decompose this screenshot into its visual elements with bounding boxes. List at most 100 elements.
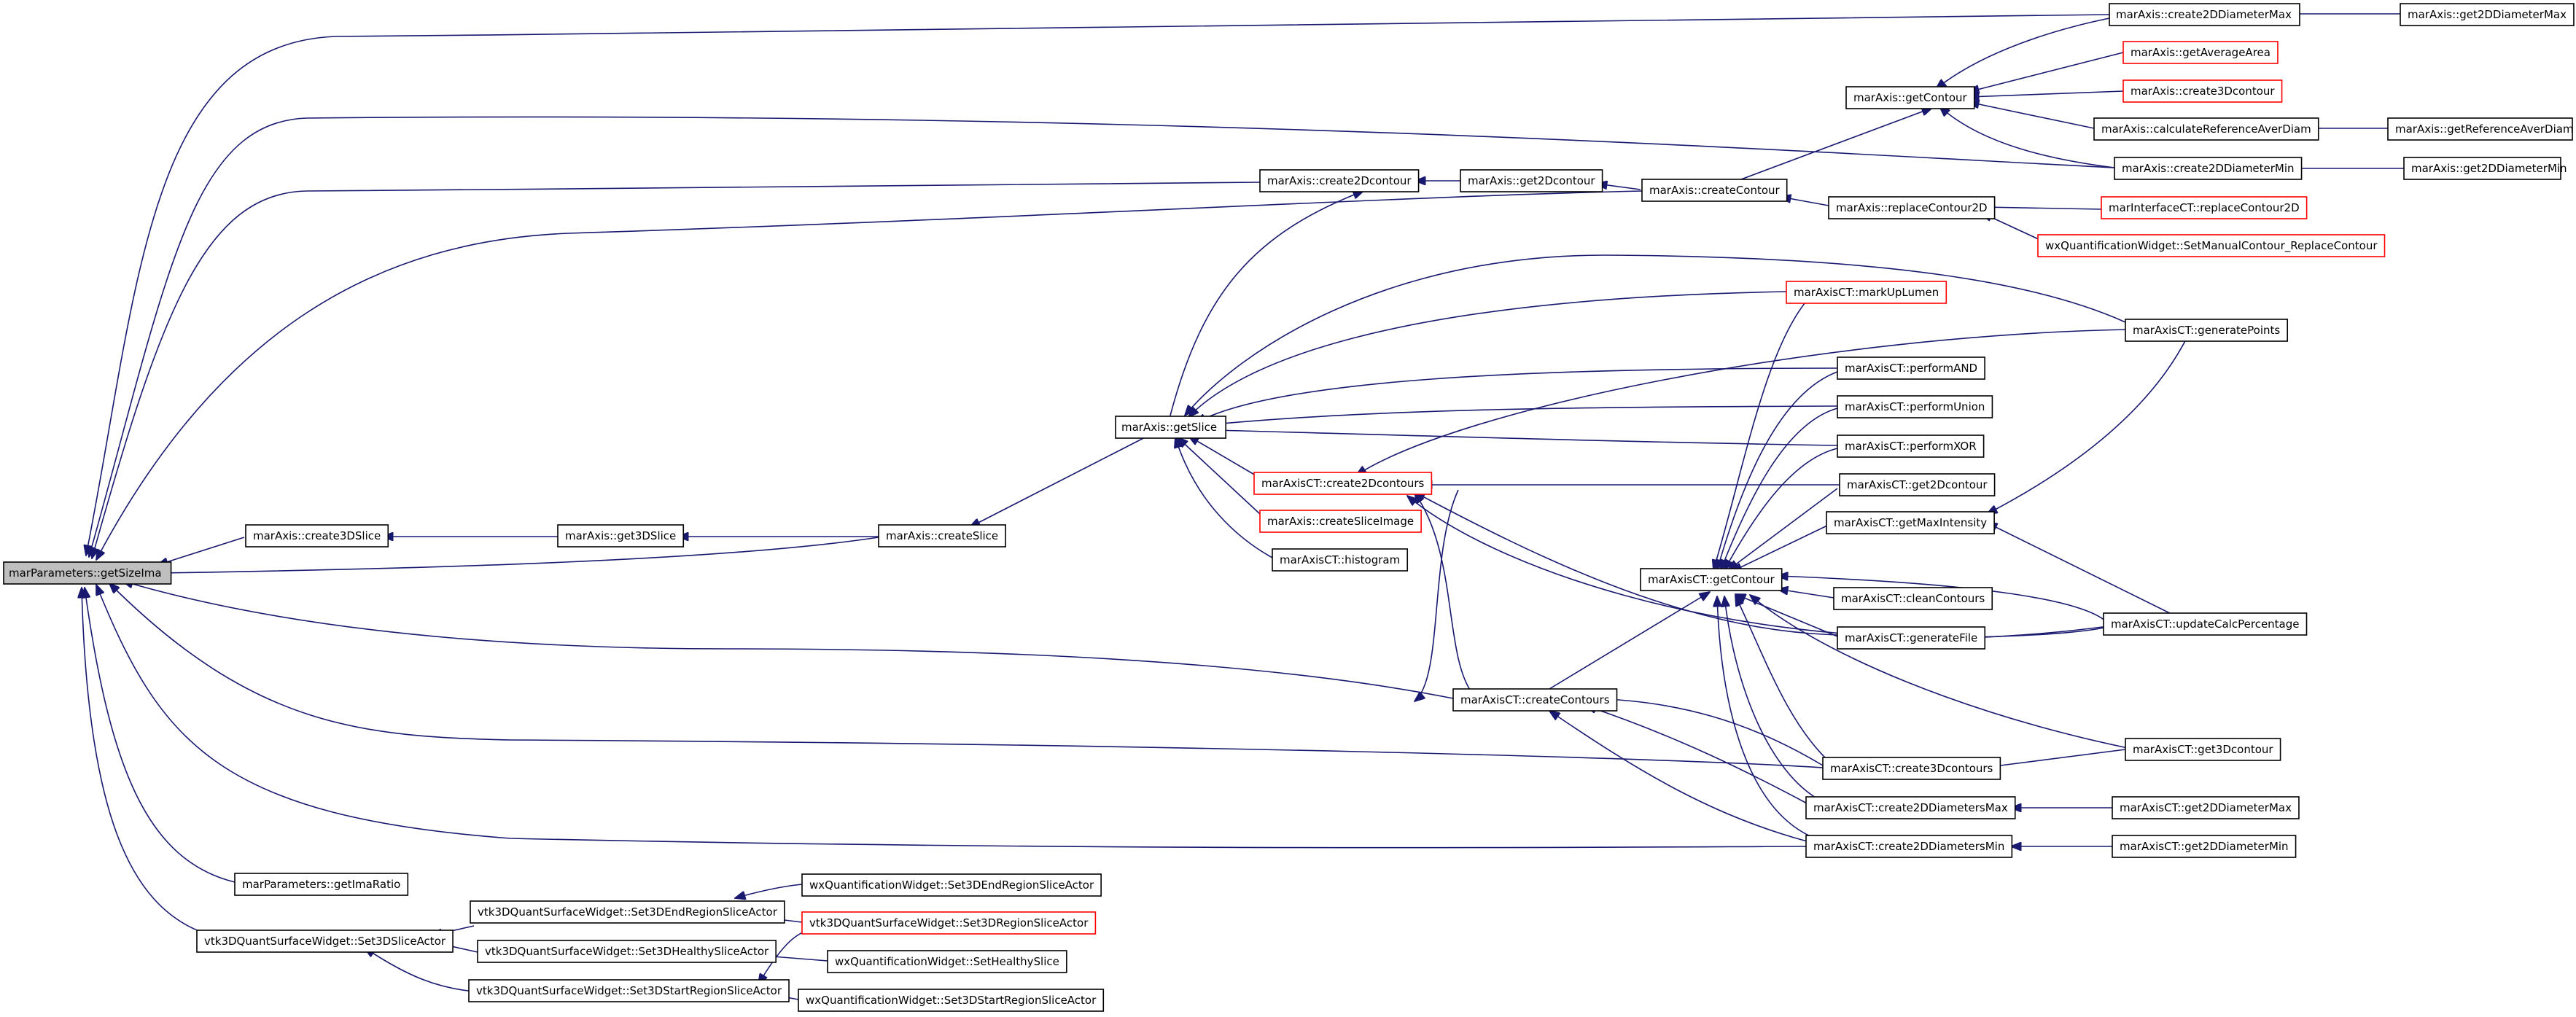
node-getMaxIntensity[interactable]: marAxisCT::getMaxIntensity bbox=[1826, 511, 1995, 534]
node-createSlice[interactable]: marAxis::createSlice bbox=[878, 524, 1006, 548]
node-create2DDiametersMin-label: marAxisCT::create2DDiametersMin bbox=[1813, 840, 2004, 853]
node-generatePoints[interactable]: marAxisCT::generatePoints bbox=[2125, 319, 2289, 342]
node-create2Dcontours[interactable]: marAxisCT::create2Dcontours bbox=[1253, 472, 1433, 495]
node-get2DDiameterMaxCT[interactable]: marAxisCT::get2DDiameterMax bbox=[2112, 796, 2300, 819]
node-vtk-Set3DStartRegionSliceActor[interactable]: vtk3DQuantSurfaceWidget::Set3DStartRegio… bbox=[468, 979, 790, 1002]
edge-createContours-to-create2Dcontours bbox=[1415, 493, 1474, 695]
node-create3Dcontour-label: marAxis::create3Dcontour bbox=[2131, 85, 2275, 98]
edge-getSlice-to-create2Dcontour bbox=[1170, 191, 1363, 416]
node-get2DDiameterMin[interactable]: marAxis::get2DDiameterMin bbox=[2403, 157, 2567, 180]
node-performAND[interactable]: marAxisCT::performAND bbox=[1837, 356, 1985, 380]
node-createContours-label: marAxisCT::createContours bbox=[1460, 693, 1610, 706]
edge-create2DDiametersMax-to-getContourCT bbox=[1724, 596, 1820, 800]
node-getReferenceAverDiam-label: marAxis::getReferenceAverDiam bbox=[2395, 122, 2574, 136]
node-get3DSlice[interactable]: marAxis::get3DSlice bbox=[557, 524, 685, 548]
edge-createContour-to-get2Dcontour bbox=[1597, 184, 1641, 190]
node-createContour[interactable]: marAxis::createContour bbox=[1641, 179, 1788, 202]
edge-performAND-to-getSlice bbox=[1196, 367, 1838, 423]
node-create2DDiametersMin[interactable]: marAxisCT::create2DDiametersMin bbox=[1805, 835, 2013, 858]
node-SetManualContour-ReplaceContour[interactable]: wxQuantificationWidget::SetManualContour… bbox=[2037, 234, 2386, 257]
node-get3DcontourCT[interactable]: marAxisCT::get3Dcontour bbox=[2125, 738, 2281, 761]
node-get2DDiameterMaxCT-label: marAxisCT::get2DDiameterMax bbox=[2120, 801, 2292, 814]
node-createSliceImage[interactable]: marAxis::createSliceImage bbox=[1259, 510, 1422, 533]
node-vtk-Set3DSliceActor[interactable]: vtk3DQuantSurfaceWidget::Set3DSliceActor bbox=[196, 930, 454, 953]
edge-getAverageArea-to-getContour bbox=[1969, 52, 2124, 92]
node-vtk-Set3DEndRegionSliceActor[interactable]: vtk3DQuantSurfaceWidget::Set3DEndRegionS… bbox=[470, 900, 785, 924]
edge-performXOR-to-getContourCT bbox=[1724, 448, 1838, 570]
node-getImaRatio-label: marParameters::getImaRatio bbox=[242, 878, 400, 891]
node-getAverageArea-label: marAxis::getAverageArea bbox=[2131, 46, 2270, 59]
node-performUnion-label: marAxisCT::performUnion bbox=[1845, 400, 1985, 413]
node-generatePoints-label: marAxisCT::generatePoints bbox=[2133, 324, 2280, 337]
node-cleanContours[interactable]: marAxisCT::cleanContours bbox=[1833, 587, 1993, 610]
node-create3Dcontour[interactable]: marAxis::create3Dcontour bbox=[2122, 79, 2283, 103]
node-createContours[interactable]: marAxisCT::createContours bbox=[1452, 688, 1618, 712]
node-create2DDiametersMax-label: marAxisCT::create2DDiametersMax bbox=[1813, 801, 2008, 814]
node-get3DSlice-label: marAxis::get3DSlice bbox=[565, 529, 676, 542]
node-getSizeIma-label: marParameters::getSizeIma bbox=[9, 566, 162, 580]
node-wx-Set3DStartRegionSliceActor[interactable]: wxQuantificationWidget::Set3DStartRegion… bbox=[798, 989, 1105, 1012]
node-create3DSlice[interactable]: marAxis::create3DSlice bbox=[245, 524, 389, 548]
node-getContour[interactable]: marAxis::getContour bbox=[1845, 86, 1975, 109]
node-updateCalcPercentage-label: marAxisCT::updateCalcPercentage bbox=[2111, 617, 2300, 631]
node-getContourCT[interactable]: marAxisCT::getContour bbox=[1640, 568, 1783, 591]
edge-get2DcontourCT-to-getContourCT bbox=[1728, 488, 1838, 570]
node-performAND-label: marAxisCT::performAND bbox=[1845, 362, 1977, 375]
node-create2DDiameterMax[interactable]: marAxis::create2DDiameterMax bbox=[2109, 3, 2300, 26]
node-create2Dcontours-label: marAxisCT::create2Dcontours bbox=[1261, 477, 1425, 490]
node-markUpLumen[interactable]: marAxisCT::markUpLumen bbox=[1786, 281, 1947, 304]
node-getAverageArea[interactable]: marAxis::getAverageArea bbox=[2122, 41, 2279, 64]
node-get2Dcontour[interactable]: marAxis::get2Dcontour bbox=[1460, 169, 1603, 192]
edge-performXOR-to-getSlice bbox=[1214, 430, 1838, 446]
node-wx-SetHealthySlice[interactable]: wxQuantificationWidget::SetHealthySlice bbox=[827, 950, 1067, 973]
edge-getMaxIntensity-to-getContourCT bbox=[1732, 524, 1829, 572]
node-getImaRatio[interactable]: marParameters::getImaRatio bbox=[234, 873, 409, 896]
node-getSlice[interactable]: marAxis::getSlice bbox=[1115, 416, 1226, 439]
node-get2DDiameterMax[interactable]: marAxis::get2DDiameterMax bbox=[2400, 3, 2575, 26]
node-get2DcontourCT[interactable]: marAxisCT::get2Dcontour bbox=[1839, 473, 1996, 496]
node-markUpLumen-label: marAxisCT::markUpLumen bbox=[1794, 286, 1939, 299]
edge-create3Dcontours-to-getContourCT bbox=[1735, 596, 1831, 763]
node-generateFile-label: marAxisCT::generateFile bbox=[1845, 631, 1977, 644]
node-getSizeIma[interactable]: marParameters::getSizeIma bbox=[3, 561, 172, 585]
node-getReferenceAverDiam[interactable]: marAxis::getReferenceAverDiam bbox=[2387, 117, 2574, 141]
edge-create2Dcontour-to-getSizeIma bbox=[92, 182, 1261, 558]
edge-updateCalc-to-getMaxIntensity bbox=[1987, 523, 2181, 619]
node-create3Dcontours[interactable]: marAxisCT::create3Dcontours bbox=[1822, 757, 2001, 780]
graph-edges bbox=[82, 14, 2404, 1000]
edge-create2DDiametersMin-to-getContourCT bbox=[1717, 596, 1813, 838]
node-replaceContour2D-label: marAxis::replaceContour2D bbox=[1836, 201, 1988, 214]
node-get2DDiameterMinCT[interactable]: marAxisCT::get2DDiameterMin bbox=[2112, 835, 2297, 858]
node-vtk-Set3DEndRegionSliceActor-label: vtk3DQuantSurfaceWidget::Set3DEndRegionS… bbox=[478, 905, 778, 919]
edge-performAND-to-getContourCT bbox=[1717, 371, 1838, 570]
edge-generatePoints-to-create2Dcontours bbox=[1356, 329, 2128, 475]
node-get3DcontourCT-label: marAxisCT::get3Dcontour bbox=[2133, 743, 2273, 756]
node-replaceContour2D[interactable]: marAxis::replaceContour2D bbox=[1828, 196, 1996, 219]
edge-createSlice-to-getSlice bbox=[970, 433, 1153, 527]
node-create2DDiameterMin[interactable]: marAxis::create2DDiameterMin bbox=[2114, 157, 2303, 180]
node-cleanContours-label: marAxisCT::cleanContours bbox=[1841, 592, 1985, 605]
node-calculateReferenceAverDiam[interactable]: marAxis::calculateReferenceAverDiam bbox=[2093, 117, 2319, 141]
node-create2DDiametersMax[interactable]: marAxisCT::create2DDiametersMax bbox=[1805, 796, 2016, 819]
node-performXOR[interactable]: marAxisCT::performXOR bbox=[1837, 435, 1985, 458]
edge-createContours-to-getSizeIma bbox=[122, 581, 1454, 699]
node-generateFile[interactable]: marAxisCT::generateFile bbox=[1837, 626, 1986, 650]
node-wx-Set3DEndRegionSliceActor[interactable]: wxQuantificationWidget::Set3DEndRegionSl… bbox=[801, 873, 1102, 897]
edge-createContours-to-getContourCT bbox=[1549, 592, 1710, 690]
edge-getImaRatio-to-getSizeIma bbox=[85, 588, 236, 883]
node-marInterfaceCT-replaceContour2D[interactable]: marInterfaceCT::replaceContour2D bbox=[2101, 196, 2308, 219]
node-performUnion[interactable]: marAxisCT::performUnion bbox=[1837, 395, 1993, 418]
node-histogram[interactable]: marAxisCT::histogram bbox=[1272, 548, 1409, 572]
node-get2Dcontour-label: marAxis::get2Dcontour bbox=[1468, 174, 1595, 187]
edge-create3Dcontours-to-createContours bbox=[1586, 698, 1824, 766]
node-calculateReferenceAverDiam-label: marAxis::calculateReferenceAverDiam bbox=[2101, 122, 2311, 136]
node-updateCalcPercentage[interactable]: marAxisCT::updateCalcPercentage bbox=[2103, 612, 2308, 636]
node-marInterfaceCT-replaceContour2D-label: marInterfaceCT::replaceContour2D bbox=[2109, 201, 2300, 214]
edge-get3DcontourCT-to-getContourCT bbox=[1750, 595, 2128, 749]
node-SetManualContour-ReplaceContour-label: wxQuantificationWidget::SetManualContour… bbox=[2045, 239, 2378, 253]
node-vtk-Set3DHealthySliceActor[interactable]: vtk3DQuantSurfaceWidget::Set3DHealthySli… bbox=[477, 940, 777, 963]
node-vtk-Set3DRegionSliceActor[interactable]: vtk3DQuantSurfaceWidget::Set3DRegionSlic… bbox=[801, 911, 1097, 935]
node-create2Dcontour[interactable]: marAxis::create2Dcontour bbox=[1259, 169, 1420, 192]
edge-calculateRef-to-getContour bbox=[1969, 102, 2095, 129]
node-getSlice-label: marAxis::getSlice bbox=[1121, 421, 1217, 434]
